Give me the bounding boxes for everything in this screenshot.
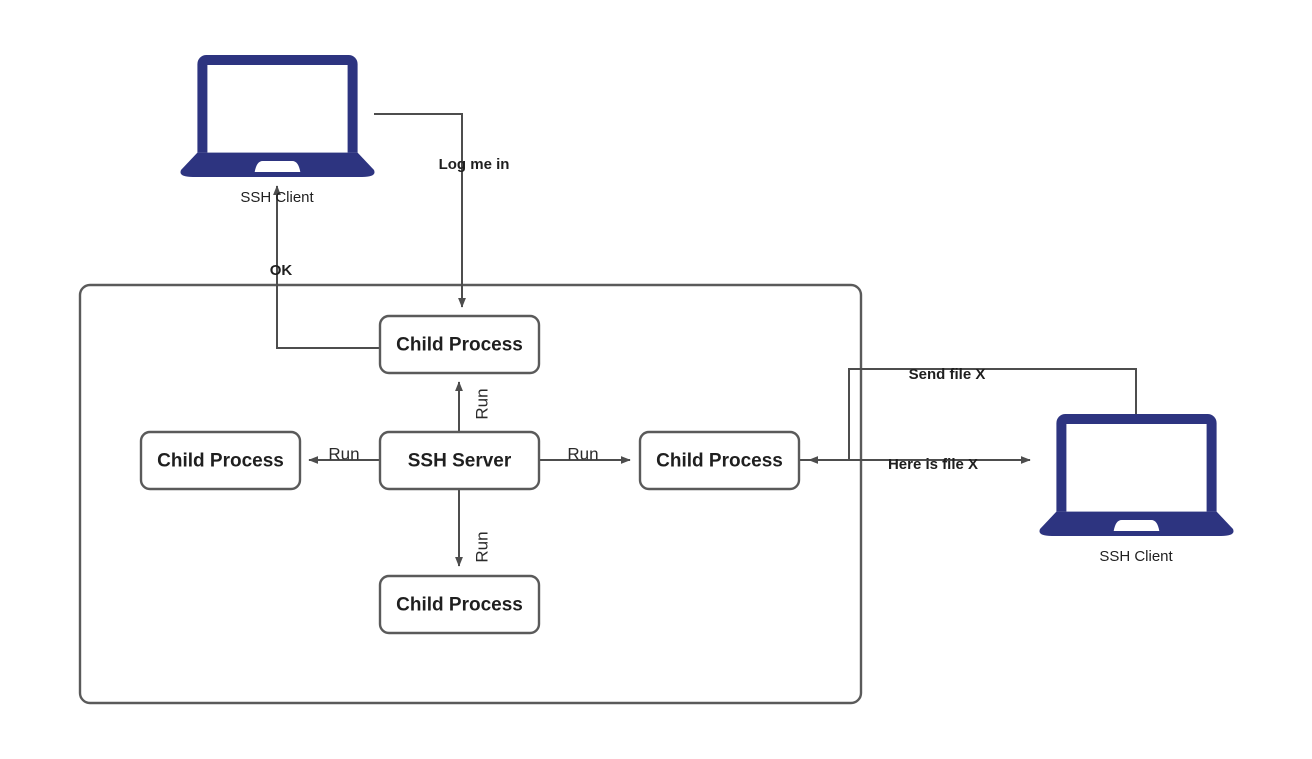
- edge-run-up-label-group: Run: [472, 388, 491, 419]
- edge-here-is-file-x-label: Here is file X: [888, 456, 978, 473]
- child-process-bottom-label: Child Process: [396, 595, 523, 616]
- child-process-top-label: Child Process: [396, 335, 523, 356]
- child-process-left-label: Child Process: [157, 451, 284, 472]
- ssh-client-right-screen: [1066, 424, 1207, 512]
- child-process-top[interactable]: Child Process: [378, 314, 541, 375]
- child-process-bottom[interactable]: Child Process: [378, 574, 541, 635]
- child-process-left[interactable]: Child Process: [139, 430, 302, 491]
- child-process-bottom-rect: [378, 574, 541, 635]
- edge-run-right-label: Run: [567, 444, 598, 463]
- edge-ok-line: [273, 185, 380, 349]
- edge-send-file-x-label: Send file X: [909, 366, 986, 383]
- edge-send-file-x-label-group: Send file X: [909, 366, 986, 383]
- edge-log-me-in: [374, 113, 466, 308]
- edge-run-down-label-group: Run: [472, 531, 491, 562]
- ssh-server[interactable]: SSH Server: [378, 430, 541, 491]
- ssh-client-top-caption: SSH Client: [240, 189, 314, 206]
- edge-run-down-label: Run: [472, 531, 491, 562]
- child-process-right-rect: [638, 430, 801, 491]
- ssh-client-right-trackpad: [1113, 520, 1160, 531]
- ssh-client-top[interactable]: SSH Client: [180, 55, 375, 206]
- ssh-client-right-caption: SSH Client: [1099, 548, 1173, 565]
- edge-run-up-label: Run: [472, 388, 491, 419]
- ssh-client-top-trackpad: [254, 161, 301, 172]
- child-process-left-rect: [139, 430, 302, 491]
- child-process-top-rect: [378, 314, 541, 375]
- edges-layer: [273, 113, 1137, 567]
- ssh-client-right[interactable]: SSH Client: [1039, 414, 1234, 565]
- ssh-client-top-screen: [207, 65, 348, 153]
- edge-log-me-in-label: Log me in: [439, 156, 510, 173]
- edge-run-left-label-group: Run: [328, 444, 359, 463]
- child-process-right[interactable]: Child Process: [638, 430, 801, 491]
- edge-run-left-label: Run: [328, 444, 359, 463]
- edge-ok-label-group: OK: [270, 262, 293, 279]
- child-process-right-label: Child Process: [656, 451, 783, 472]
- edge-run-right-label-group: Run: [567, 444, 598, 463]
- edge-log-me-in-label-group: Log me in: [439, 156, 510, 173]
- edge-ok: [273, 185, 380, 349]
- edge-here-is-file-x-label-group: Here is file X: [888, 456, 978, 473]
- ssh-server-rect: [378, 430, 541, 491]
- edge-ok-label: OK: [270, 262, 293, 279]
- edge-log-me-in-line: [374, 113, 466, 308]
- ssh-server-host-boundary: [78, 283, 863, 705]
- ssh-server-label: SSH Server: [408, 451, 512, 472]
